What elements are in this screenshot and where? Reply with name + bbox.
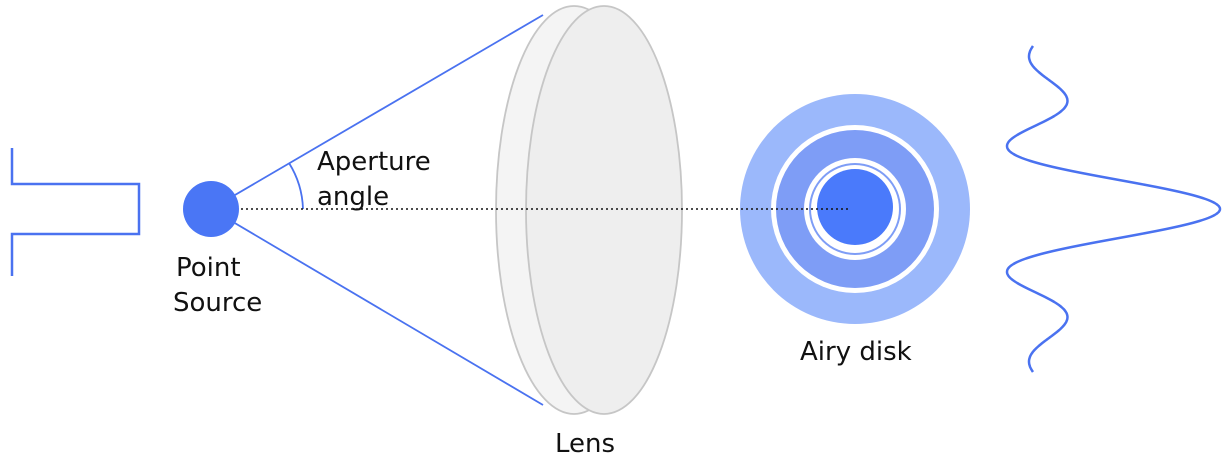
airy-core bbox=[817, 169, 893, 245]
cone-upper-ray bbox=[211, 15, 543, 209]
airy-disk bbox=[740, 94, 970, 324]
lens-front-surface bbox=[526, 6, 682, 414]
aperture-angle-arc bbox=[289, 163, 303, 209]
aperture-label-line1: Aperture bbox=[317, 147, 431, 177]
lens-label: Lens bbox=[555, 429, 615, 459]
point-source-label-line1: Point bbox=[176, 253, 241, 283]
aperture-label-line2: angle bbox=[317, 182, 389, 212]
lens bbox=[496, 6, 682, 414]
airy-disk-label: Airy disk bbox=[800, 337, 912, 367]
intensity-profile-curve bbox=[1007, 46, 1220, 372]
point-source bbox=[183, 181, 239, 237]
pulse-wave bbox=[12, 148, 139, 276]
point-source-label-line2: Source bbox=[173, 288, 262, 318]
